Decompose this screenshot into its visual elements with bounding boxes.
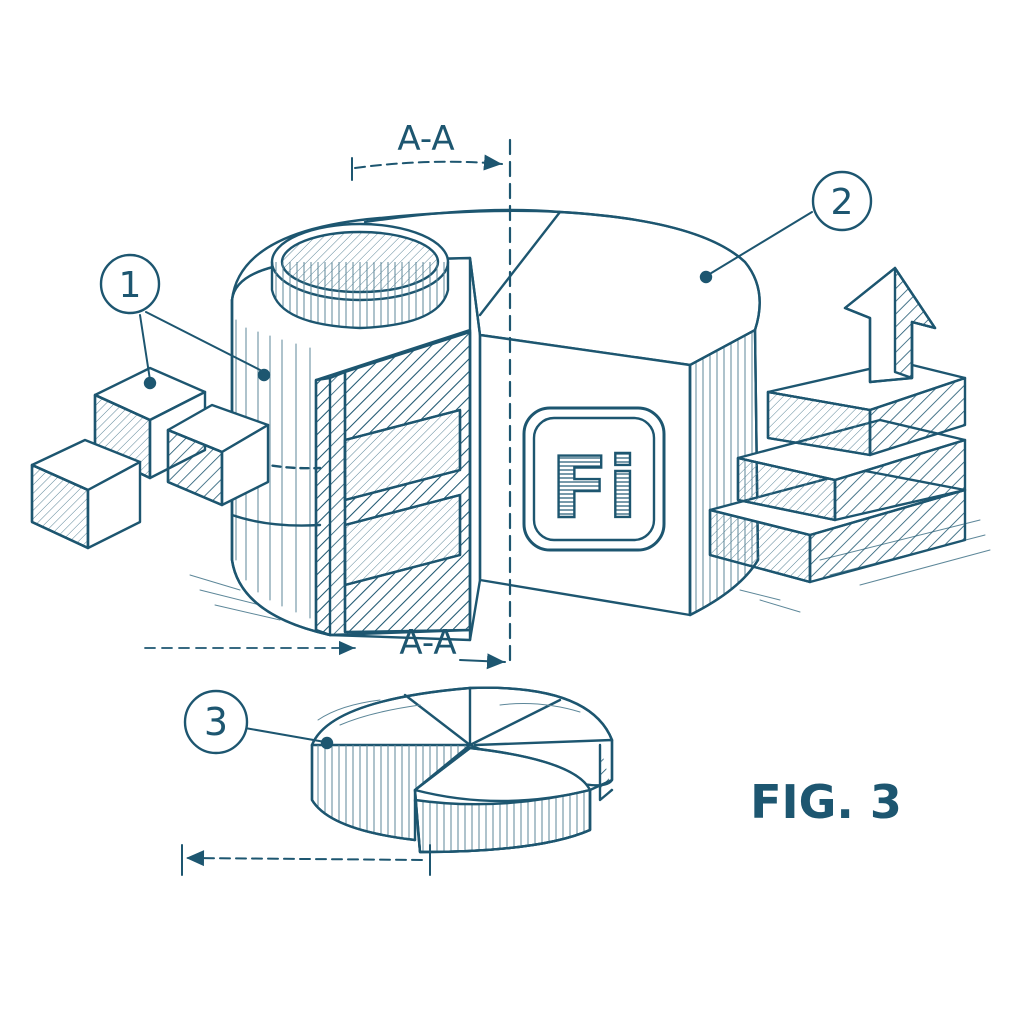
- dimension-line: [181, 844, 431, 876]
- callout-3-circle: [183, 689, 249, 755]
- callout-3-number: 3: [204, 700, 228, 744]
- callout-2-number: 2: [831, 182, 854, 223]
- cube-group: [30, 366, 270, 550]
- fi-logo-text: Fi: [551, 439, 637, 537]
- up-arrow-icon: [843, 266, 937, 384]
- fi-logo: [522, 406, 666, 552]
- section-line: [144, 138, 512, 670]
- stair-steps: [708, 360, 967, 584]
- leader-dot-2: [699, 270, 713, 284]
- leader-dot-3: [320, 736, 334, 750]
- pie-assembly: [310, 686, 614, 854]
- section-label-top: A-A: [397, 119, 454, 159]
- leader-dot-1b: [257, 368, 271, 382]
- callout-2-circle: [811, 170, 873, 232]
- cylinder-top: [230, 208, 761, 367]
- figure-caption: FIG. 3: [750, 775, 902, 829]
- leader-dot-1a: [143, 376, 157, 390]
- callout-1-number: 1: [119, 265, 142, 306]
- leader-lines: [139, 211, 813, 743]
- callout-1-circle: [99, 253, 161, 315]
- section-label-bottom: A-A: [399, 623, 456, 663]
- cylinder-left-section: [230, 256, 472, 642]
